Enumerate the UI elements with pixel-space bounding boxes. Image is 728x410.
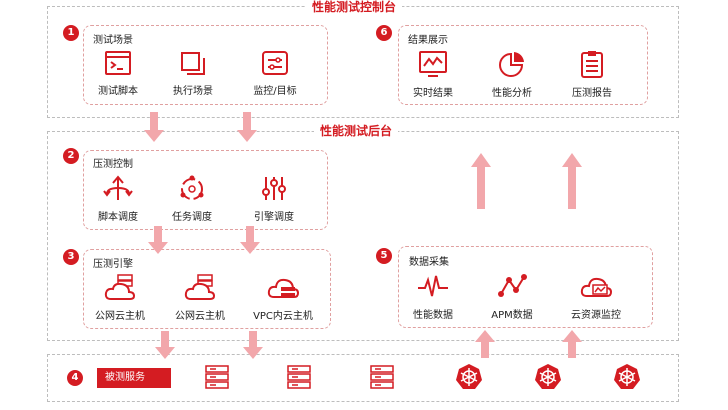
pie-chart-icon	[499, 52, 524, 77]
scenario-item-monitor[interactable]: 监控/目标	[232, 50, 318, 97]
scenario-card-title: 测试场景	[93, 35, 133, 46]
control-card-title: 压测控制	[93, 159, 133, 170]
results-item-realtime-label: 实时结果	[413, 88, 453, 99]
scenario-item-script-label: 测试脚本	[98, 86, 138, 97]
engine-card-title: 压测引擎	[93, 259, 133, 270]
cloud-server-icon	[184, 274, 216, 300]
control-item-task-schedule-label: 任务调度	[172, 212, 212, 223]
engine-item-public-host-2-label: 公网云主机	[175, 311, 225, 322]
down-arrow	[243, 331, 263, 359]
cycle-icon	[180, 175, 204, 200]
down-arrow	[237, 112, 257, 142]
backend-title: 性能测试后台	[314, 124, 399, 138]
control-item-task-schedule[interactable]: 任务调度	[149, 174, 235, 223]
service-number-badge: 4	[67, 370, 83, 386]
collection-item-perf-data-label: 性能数据	[413, 310, 453, 321]
results-number-badge: 6	[376, 25, 392, 41]
console-title: 性能测试控制台	[306, 0, 403, 14]
split-arrows-icon	[103, 175, 133, 200]
up-arrow	[562, 153, 582, 209]
results-item-realtime[interactable]: 实时结果	[390, 50, 476, 99]
kubernetes-icon	[614, 364, 640, 389]
server-rack-icon	[370, 365, 394, 389]
cloud-monitor-icon	[580, 277, 612, 297]
up-arrow	[562, 330, 582, 358]
scenario-item-monitor-label: 监控/目标	[253, 86, 297, 97]
monitor-chart-icon	[419, 51, 447, 77]
control-item-script-schedule-label: 脚本调度	[98, 212, 138, 223]
down-arrow	[148, 226, 168, 254]
results-item-report[interactable]: 压测报告	[549, 50, 635, 99]
engine-item-public-host-2[interactable]: 公网云主机	[157, 273, 243, 322]
engine-item-vpc-host[interactable]: VPC内云主机	[240, 273, 326, 322]
collection-item-apm-data-label: APM数据	[491, 310, 533, 321]
equalizer-icon	[262, 177, 286, 200]
up-arrow	[471, 153, 491, 209]
control-number-badge: 2	[63, 148, 79, 164]
cloud-server-icon	[104, 274, 136, 300]
layers-icon	[181, 52, 205, 75]
sliders-icon	[262, 51, 288, 75]
results-item-analysis[interactable]: 性能分析	[469, 50, 555, 99]
scenario-item-execute-label: 执行场景	[173, 86, 213, 97]
down-arrow	[240, 226, 260, 254]
kubernetes-icon	[456, 364, 482, 389]
service-under-test-tag: 被测服务	[97, 368, 171, 388]
scenario-item-script[interactable]: 测试脚本	[75, 50, 161, 97]
control-item-engine-schedule-label: 引擎调度	[254, 212, 294, 223]
collection-item-apm-data[interactable]: APM数据	[469, 272, 555, 321]
control-item-engine-schedule[interactable]: 引擎调度	[231, 174, 317, 223]
control-item-script-schedule[interactable]: 脚本调度	[75, 174, 161, 223]
kubernetes-icon	[535, 364, 561, 389]
scenario-number-badge: 1	[63, 25, 79, 41]
engine-item-vpc-host-label: VPC内云主机	[253, 311, 313, 322]
results-item-analysis-label: 性能分析	[492, 88, 532, 99]
collection-item-cloud-monitor-label: 云资源监控	[571, 310, 621, 321]
pulse-icon	[418, 275, 448, 297]
down-arrow	[155, 331, 175, 359]
up-arrow	[475, 330, 495, 358]
engine-number-badge: 3	[63, 249, 79, 265]
clipboard-report-icon	[581, 51, 603, 78]
collection-number-badge: 5	[376, 248, 392, 264]
engine-item-public-host-1[interactable]: 公网云主机	[77, 273, 163, 322]
down-arrow	[144, 112, 164, 142]
network-nodes-icon	[498, 274, 527, 297]
terminal-icon	[105, 51, 131, 75]
server-rack-icon	[205, 365, 229, 389]
results-item-report-label: 压测报告	[572, 88, 612, 99]
server-rack-icon	[287, 365, 311, 389]
collection-item-cloud-monitor[interactable]: 云资源监控	[553, 272, 639, 321]
control-card	[83, 150, 328, 230]
cloud-vpc-icon	[267, 278, 299, 298]
scenario-item-execute[interactable]: 执行场景	[150, 50, 236, 97]
collection-item-perf-data[interactable]: 性能数据	[390, 272, 476, 321]
engine-item-public-host-1-label: 公网云主机	[95, 311, 145, 322]
service-region	[47, 354, 679, 402]
collection-card-title: 数据采集	[409, 257, 449, 268]
results-card-title: 结果展示	[408, 35, 448, 46]
